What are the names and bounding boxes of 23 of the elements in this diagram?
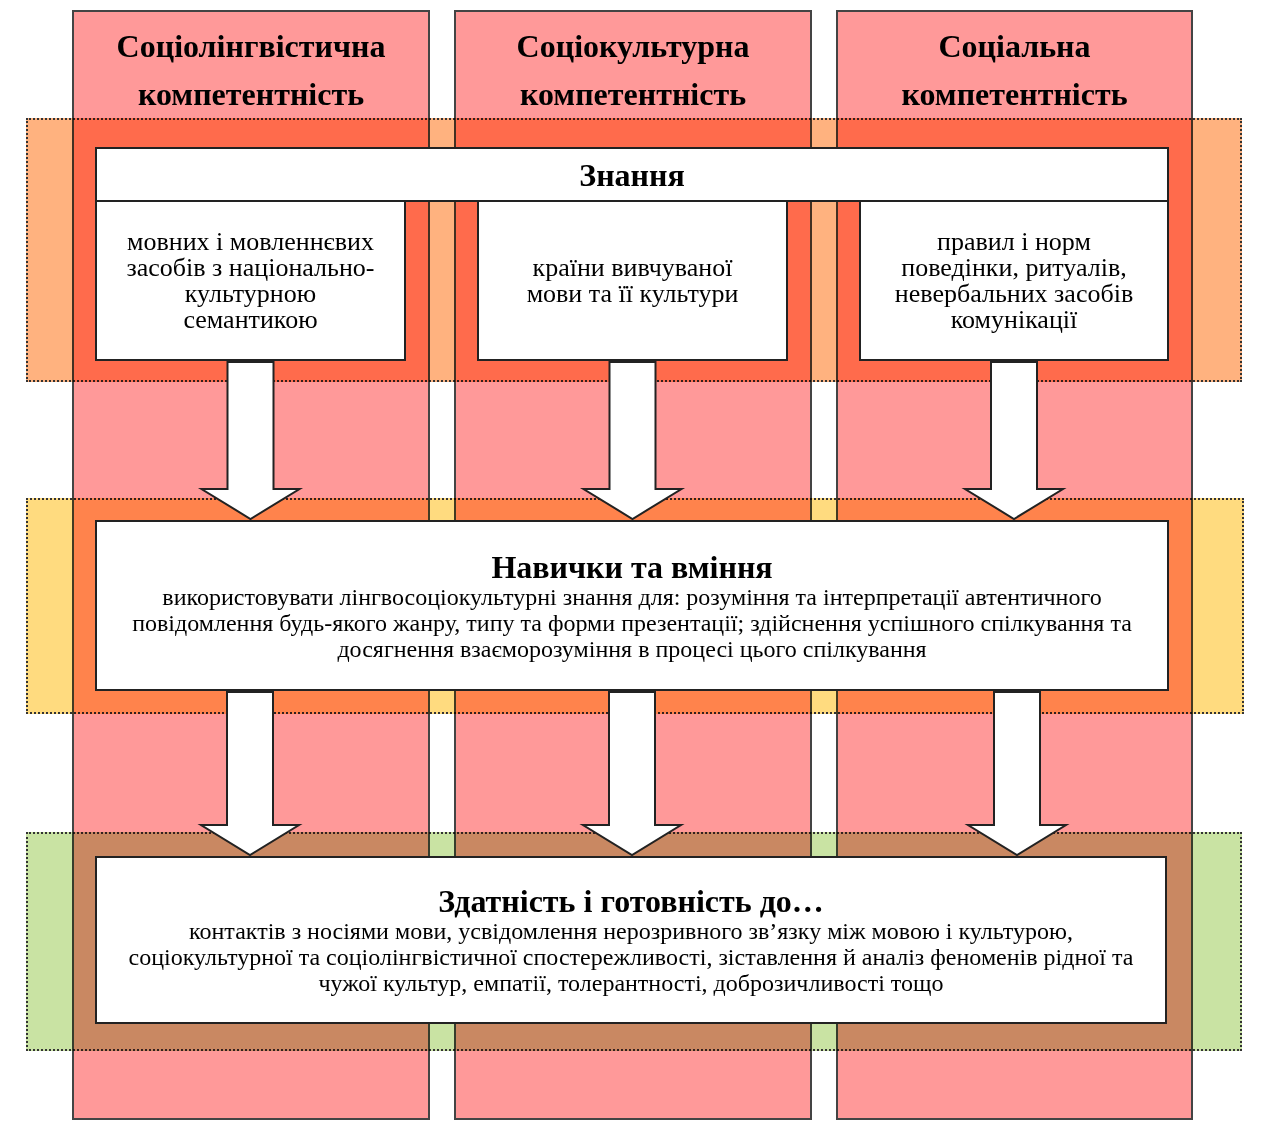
block-arrow [964, 691, 1070, 857]
box-text: контактів з носіями мови, усвідомлення нерозривного зв’язку між мовою і культурою, соціокультурної та соціолінгвістичної спостережливості, зіставлення й аналіз феноменів рідної та чужої культур, емпатії, толерантності, доброзичливості тощо [127, 918, 1135, 996]
content-box [95, 147, 1169, 202]
content-box [859, 200, 1169, 361]
block-arrow [579, 691, 685, 857]
box-text: країни вивчуваної мови та її культури [525, 254, 740, 307]
box-text: використовувати лінгвосоціокультурні знання для: розуміння та інтерпретації автентичного повідомлення будь-якого жанру, типу та форми презентації; здійснення успішного спілкування та досягнення взаєморозуміння в процесі цього спілкування [131, 583, 1133, 662]
box-heading: Знання [579, 157, 685, 192]
content-box [95, 200, 406, 361]
box-text: правил і норм поведінки, ритуалів, невербальних засобів комунікації [893, 228, 1135, 333]
column-heading: Соціальна компетентність [900, 27, 1129, 114]
content-box [477, 200, 788, 361]
box-heading: Здатність і готовність до… [438, 884, 824, 918]
content-box [95, 856, 1167, 1024]
box-heading: Навички та вміння [491, 549, 773, 584]
block-arrow [579, 361, 686, 521]
column-heading: Соціокультурна компетентність [515, 27, 751, 114]
content-box [95, 520, 1169, 691]
box-text: мовних і мовленнєвих засобів з національно-культурною семантикою [125, 228, 376, 333]
block-arrow [197, 361, 304, 521]
column-heading: Соціолінгвістична компетентність [115, 27, 387, 114]
block-arrow [961, 361, 1067, 521]
block-arrow [197, 691, 303, 857]
